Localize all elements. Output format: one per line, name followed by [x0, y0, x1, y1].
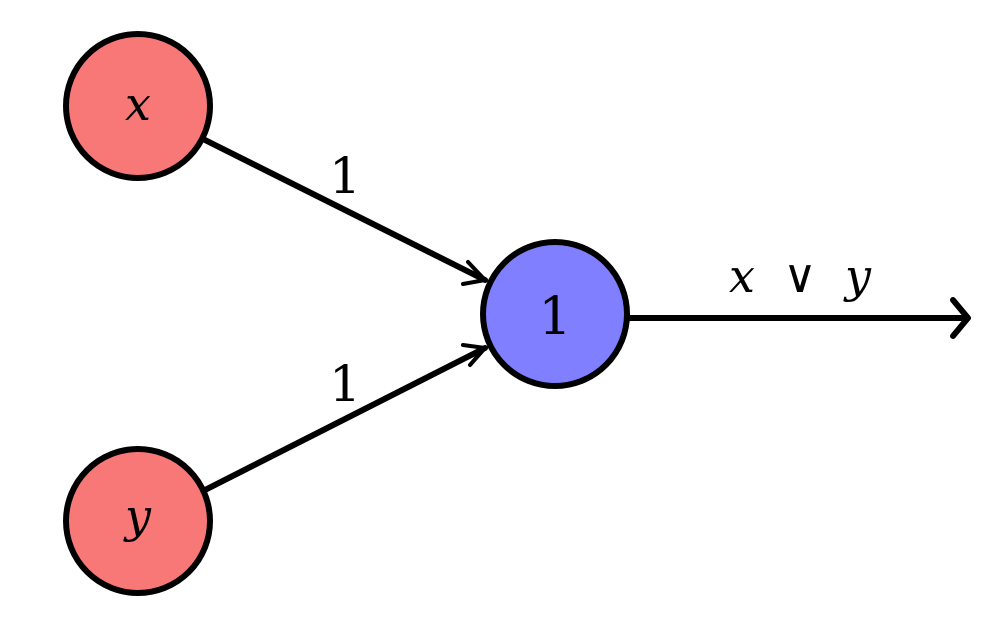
- edge-output-label-x: x: [729, 249, 755, 303]
- edge-x-arrow-icon: [461, 260, 487, 286]
- edge-output-label: x ∨ y: [729, 249, 872, 303]
- node-input-y-circle: [63, 446, 213, 596]
- edge-x-to-neuron: [202, 137, 488, 286]
- edge-output-label-y: y: [843, 249, 872, 303]
- node-neuron-label: 1: [538, 287, 571, 347]
- edge-output: [625, 297, 971, 339]
- node-input-x-label: x: [125, 77, 151, 131]
- edge-y-line: [202, 345, 488, 493]
- node-input-x: x: [63, 31, 213, 181]
- edge-y-arrow-icon: [461, 343, 487, 367]
- edge-output-arrow-icon: [950, 297, 971, 339]
- edge-output-label-or: ∨: [783, 249, 817, 303]
- node-input-x-circle: [63, 31, 213, 181]
- node-neuron: 1: [480, 239, 630, 389]
- node-input-y-label: y: [123, 489, 152, 543]
- edge-y-to-neuron: [202, 343, 488, 493]
- node-neuron-circle: [480, 239, 630, 389]
- node-input-y: y: [63, 446, 213, 596]
- edge-x-line: [202, 137, 488, 283]
- edge-x-weight-label: 1: [329, 147, 361, 205]
- edge-y-weight-label: 1: [329, 355, 361, 413]
